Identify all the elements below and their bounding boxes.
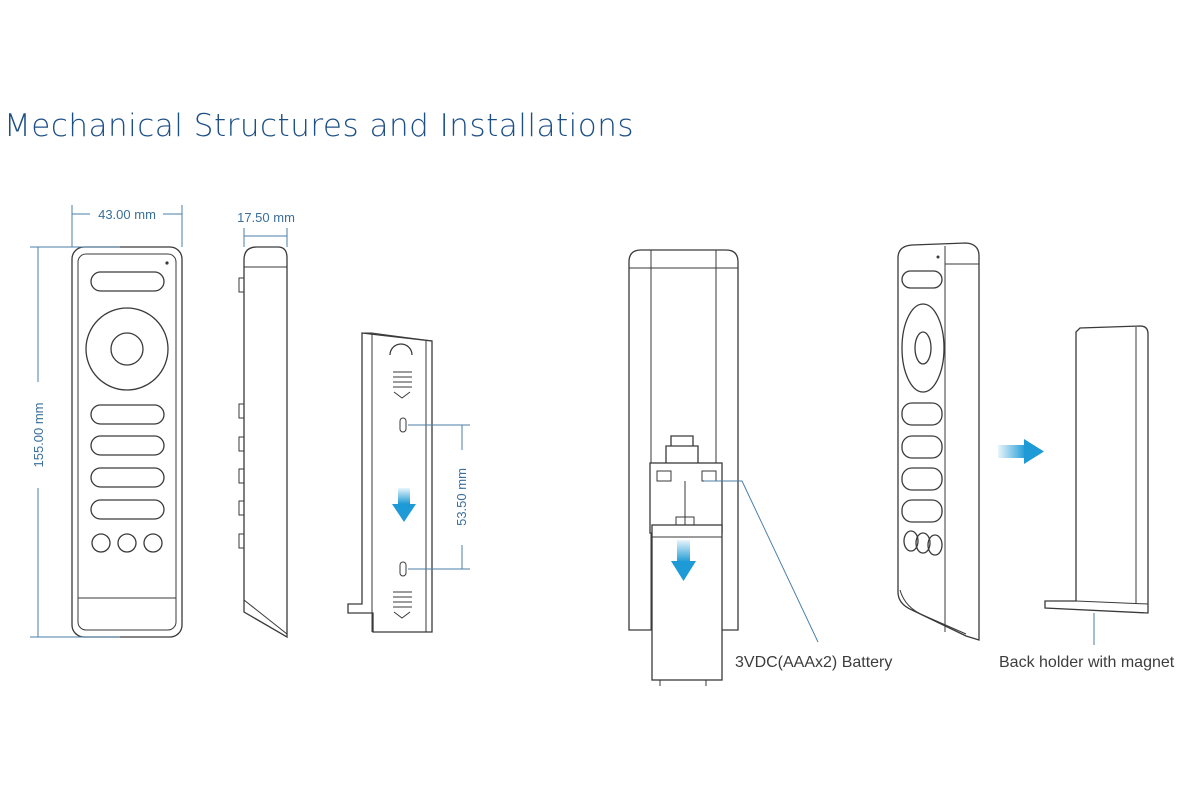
center-button	[110, 332, 144, 366]
button-4	[90, 499, 165, 520]
width-label: 43.00 mm	[98, 207, 156, 222]
battery-back-view	[628, 249, 739, 686]
button-3	[90, 467, 165, 488]
screw-spacing-label: 53.50 mm	[454, 468, 469, 526]
slide-battery-door-arrow-icon	[671, 540, 696, 581]
button-2	[90, 435, 165, 456]
small-button-3	[143, 533, 163, 553]
bottom-vent	[393, 591, 412, 619]
holder-callout: Back holder with magnet	[999, 613, 1175, 671]
small-button-1	[91, 533, 111, 553]
battery-caption: 3VDC(AAAx2) Battery	[735, 654, 892, 671]
side-view-remote	[238, 246, 288, 639]
height-label: 155.00 mm	[31, 402, 46, 467]
back-plate	[347, 332, 433, 633]
small-button-2	[117, 533, 137, 553]
screw-hole-top	[399, 417, 407, 433]
angled-remote	[897, 242, 980, 641]
mount-arrow-icon	[998, 439, 1044, 464]
height-dimension: 155.00 mm	[30, 246, 120, 638]
depth-dimension: 17.50 mm	[237, 210, 295, 247]
page-title: Mechanical Structures and Installations	[4, 108, 635, 144]
holder-caption: Back holder with magnet	[999, 654, 1175, 671]
screw-hole-bottom	[399, 561, 407, 577]
screw-spacing-dimension: 53.50 mm	[408, 424, 470, 570]
width-dimension: 43.00 mm	[71, 205, 183, 247]
slide-down-arrow-icon	[392, 488, 416, 522]
battery-callout: 3VDC(AAAx2) Battery	[704, 480, 892, 671]
button-1	[90, 404, 165, 425]
back-holder	[1044, 325, 1149, 614]
depth-label: 17.50 mm	[237, 210, 295, 225]
front-view-remote	[71, 246, 183, 638]
top-vent	[393, 371, 412, 399]
color-wheel	[85, 307, 169, 391]
top-button	[90, 271, 165, 292]
